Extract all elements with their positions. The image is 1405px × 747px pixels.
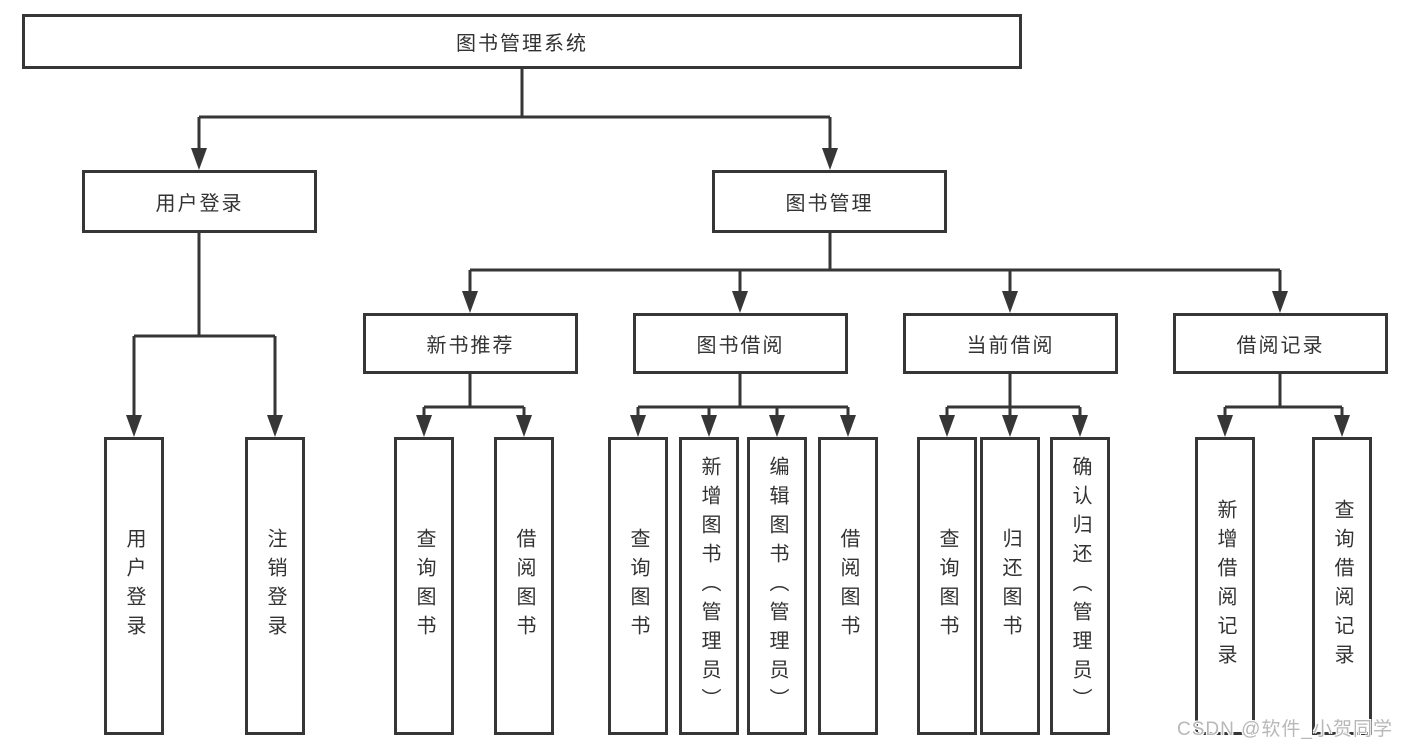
- leaf-return-book-label: 归还图书: [999, 528, 1021, 644]
- node-borrowing-records: 借阅记录: [1173, 313, 1388, 374]
- leaf-edit-book-admin: 编辑图书（管理员）: [747, 437, 807, 735]
- leaf-logout-label: 注销登录: [264, 528, 286, 644]
- leaf-query-books-recommend-label: 查询图书: [413, 528, 435, 644]
- leaf-add-borrow-record-label: 新增借阅记录: [1214, 499, 1236, 673]
- leaf-query-borrow-record-label: 查询借阅记录: [1331, 499, 1353, 673]
- leaf-return-book: 归还图书: [980, 437, 1040, 735]
- leaf-query-books-current: 查询图书: [917, 437, 977, 735]
- leaf-query-books-current-label: 查询图书: [936, 528, 958, 644]
- leaf-edit-book-admin-label: 编辑图书（管理员）: [766, 455, 788, 717]
- node-borrowing-records-label: 借阅记录: [1236, 335, 1325, 357]
- node-new-book-recommendation-label: 新书推荐: [426, 335, 515, 357]
- leaf-borrow-books-recommend-label: 借阅图书: [513, 528, 535, 644]
- leaf-query-borrow-record: 查询借阅记录: [1312, 437, 1372, 735]
- node-user-login-label: 用户登录: [155, 193, 244, 215]
- node-current-borrowing-label: 当前借阅: [966, 335, 1055, 357]
- node-user-login: 用户登录: [82, 170, 317, 233]
- leaf-user-login: 用户登录: [104, 437, 164, 735]
- node-library-system-label: 图书管理系统: [456, 33, 588, 55]
- node-new-book-recommendation: 新书推荐: [363, 313, 578, 374]
- node-book-management-label: 图书管理: [785, 193, 874, 215]
- leaf-borrow-books-recommend: 借阅图书: [494, 437, 554, 735]
- node-book-borrowing-label: 图书借阅: [696, 335, 785, 357]
- leaf-borrow-books-borrowing: 借阅图书: [818, 437, 878, 735]
- leaf-add-borrow-record: 新增借阅记录: [1195, 437, 1255, 735]
- leaf-confirm-return-admin-label: 确认归还（管理员）: [1069, 455, 1091, 717]
- node-book-borrowing: 图书借阅: [633, 313, 848, 374]
- node-library-system: 图书管理系统: [22, 14, 1022, 69]
- node-current-borrowing: 当前借阅: [903, 313, 1118, 374]
- leaf-query-books-borrowing-label: 查询图书: [627, 528, 649, 644]
- leaf-logout: 注销登录: [245, 437, 305, 735]
- leaf-add-book-admin-label: 新增图书（管理员）: [698, 455, 720, 717]
- leaf-user-login-label: 用户登录: [123, 528, 145, 644]
- leaf-query-books-borrowing: 查询图书: [608, 437, 668, 735]
- leaf-query-books-recommend: 查询图书: [394, 437, 454, 735]
- leaf-add-book-admin: 新增图书（管理员）: [679, 437, 739, 735]
- leaf-borrow-books-borrowing-label: 借阅图书: [837, 528, 859, 644]
- node-book-management: 图书管理: [712, 170, 947, 233]
- watermark: CSDN @软件_小贺同学: [1177, 719, 1393, 740]
- leaf-confirm-return-admin: 确认归还（管理员）: [1050, 437, 1110, 735]
